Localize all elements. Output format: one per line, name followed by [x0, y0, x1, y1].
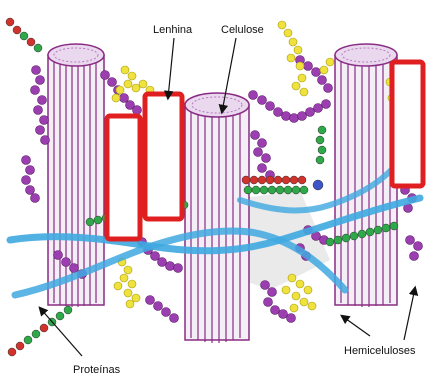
label-lignin: Lenhina: [153, 24, 193, 36]
arrow-hemicelluloses-2: [342, 316, 370, 336]
label-cellulose: Celulose: [221, 24, 264, 36]
label-hemicelluloses: Hemiceluloses: [344, 345, 416, 357]
arrow-lignin: [168, 38, 174, 98]
label-proteins: Proteínas: [73, 364, 121, 376]
cellulose-cylinder-center: [185, 93, 249, 343]
blank-box-3: [392, 62, 423, 186]
blank-box-2: [145, 94, 182, 219]
blank-box-1: [107, 116, 140, 239]
arrow-hemicelluloses-1: [404, 288, 415, 340]
